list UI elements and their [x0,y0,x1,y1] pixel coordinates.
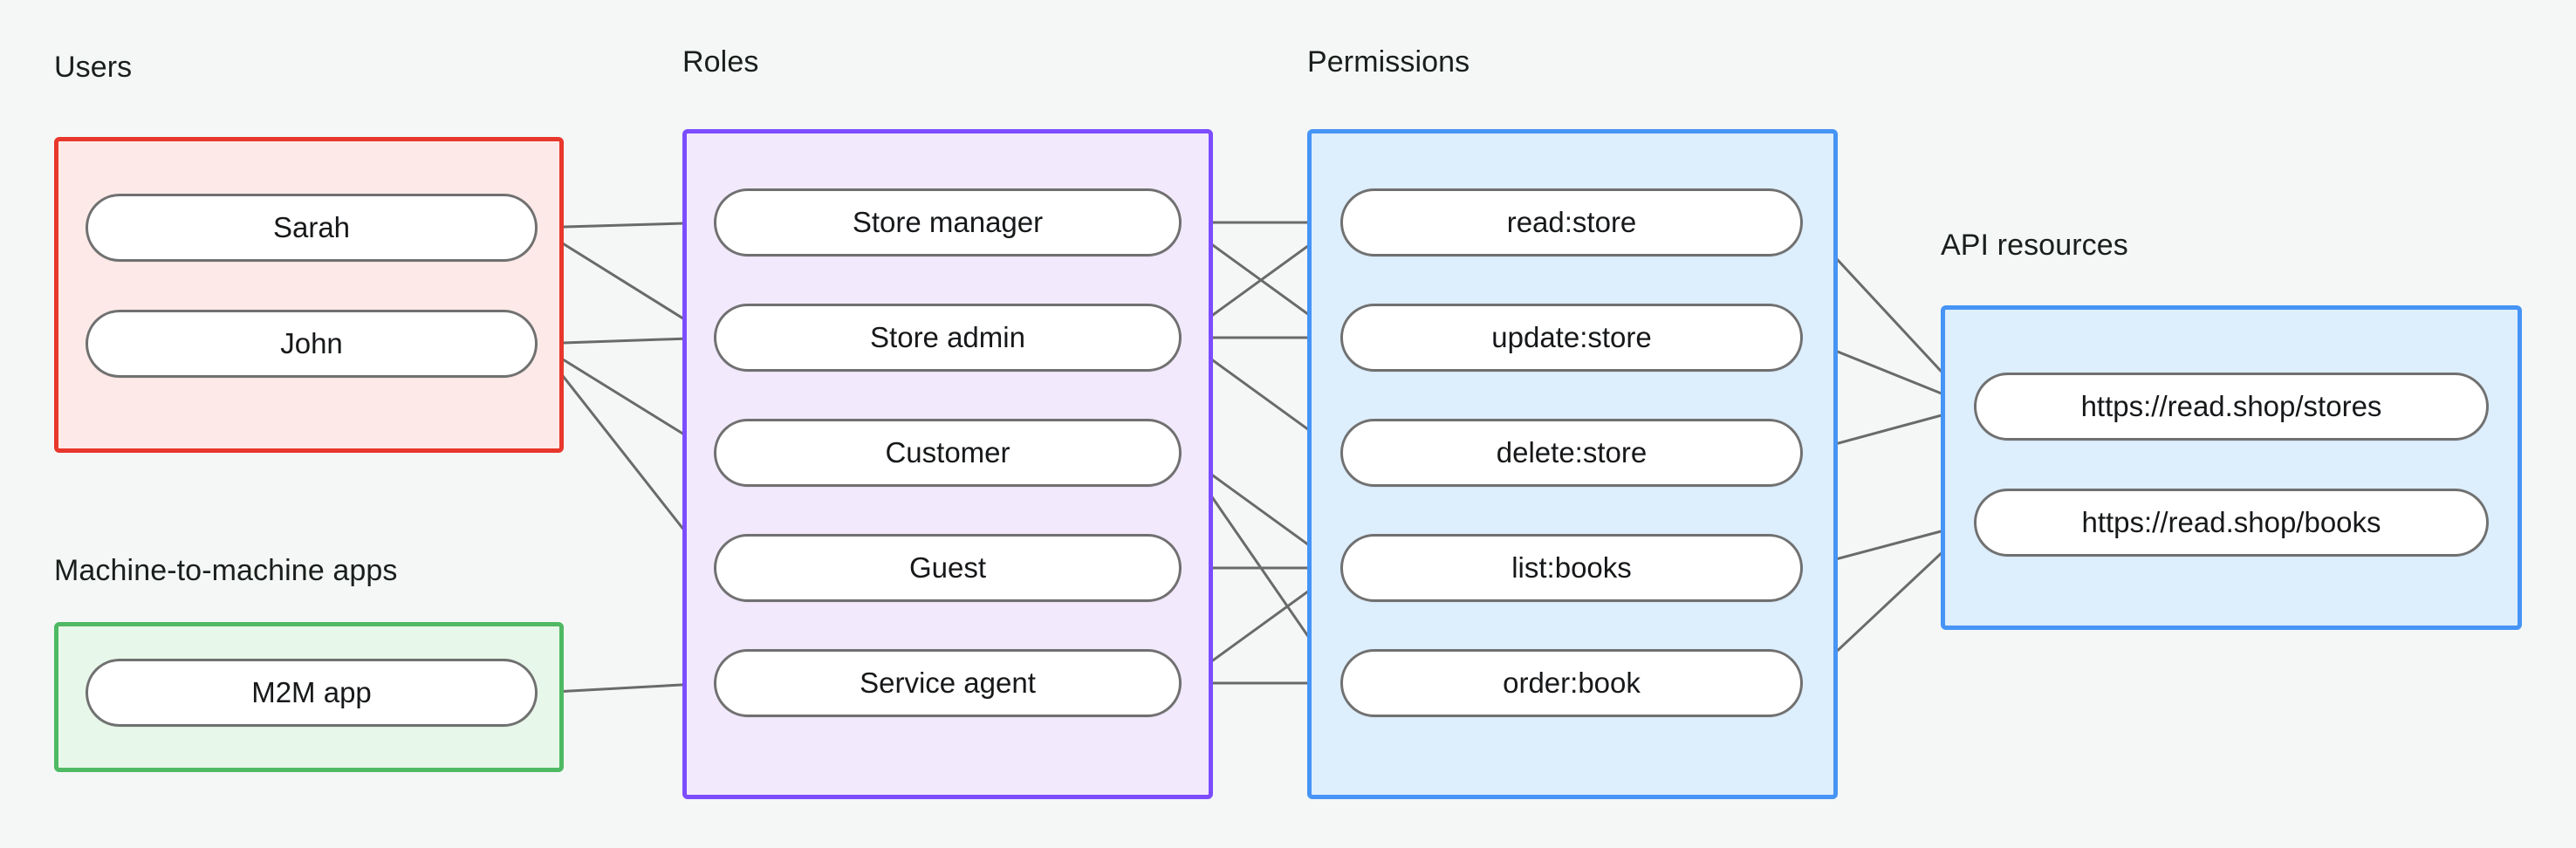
group-label-m2m: Machine-to-machine apps [54,554,398,587]
node-john[interactable]: John [86,310,538,378]
node-label-customer: Customer [885,436,1011,468]
node-read-shop-books[interactable]: https://read.shop/books [1974,489,2489,557]
node-store-admin[interactable]: Store admin [714,304,1182,372]
node-label-sarah: Sarah [272,211,351,243]
node-label-read-shop-stores: https://read.shop/stores [2080,390,2382,422]
node-customer[interactable]: Customer [714,419,1182,487]
node-label-john: John [280,327,343,359]
node-label-order-book: order:book [1503,667,1641,699]
node-label-m2m-app: M2M app [251,676,372,708]
group-box-api-resources [1941,305,2522,630]
node-label-read-store: read:store [1506,206,1637,238]
node-label-list-books: list:books [1511,551,1632,584]
node-delete-store[interactable]: delete:store [1340,419,1803,487]
node-label-store-admin: Store admin [870,321,1025,353]
node-store-manager[interactable]: Store manager [714,188,1182,256]
node-update-store[interactable]: update:store [1340,304,1803,372]
group-box-users [54,137,564,453]
node-list-books[interactable]: list:books [1340,534,1803,602]
node-label-store-manager: Store manager [852,206,1044,238]
group-label-api-resources: API resources [1941,229,2128,262]
node-order-book[interactable]: order:book [1340,649,1803,717]
node-read-store[interactable]: read:store [1340,188,1803,256]
node-service-agent[interactable]: Service agent [714,649,1182,717]
node-label-read-shop-books: https://read.shop/books [2081,506,2381,538]
node-sarah[interactable]: Sarah [86,194,538,262]
node-label-delete-store: delete:store [1496,436,1648,468]
node-label-guest: Guest [908,551,987,584]
group-label-roles: Roles [682,45,759,79]
node-guest[interactable]: Guest [714,534,1182,602]
group-label-permissions: Permissions [1307,45,1470,79]
node-m2m-app[interactable]: M2M app [86,659,538,727]
node-label-service-agent: Service agent [860,667,1036,699]
group-label-users: Users [54,51,133,84]
node-read-shop-stores[interactable]: https://read.shop/stores [1974,373,2489,441]
node-label-update-store: update:store [1491,321,1652,353]
